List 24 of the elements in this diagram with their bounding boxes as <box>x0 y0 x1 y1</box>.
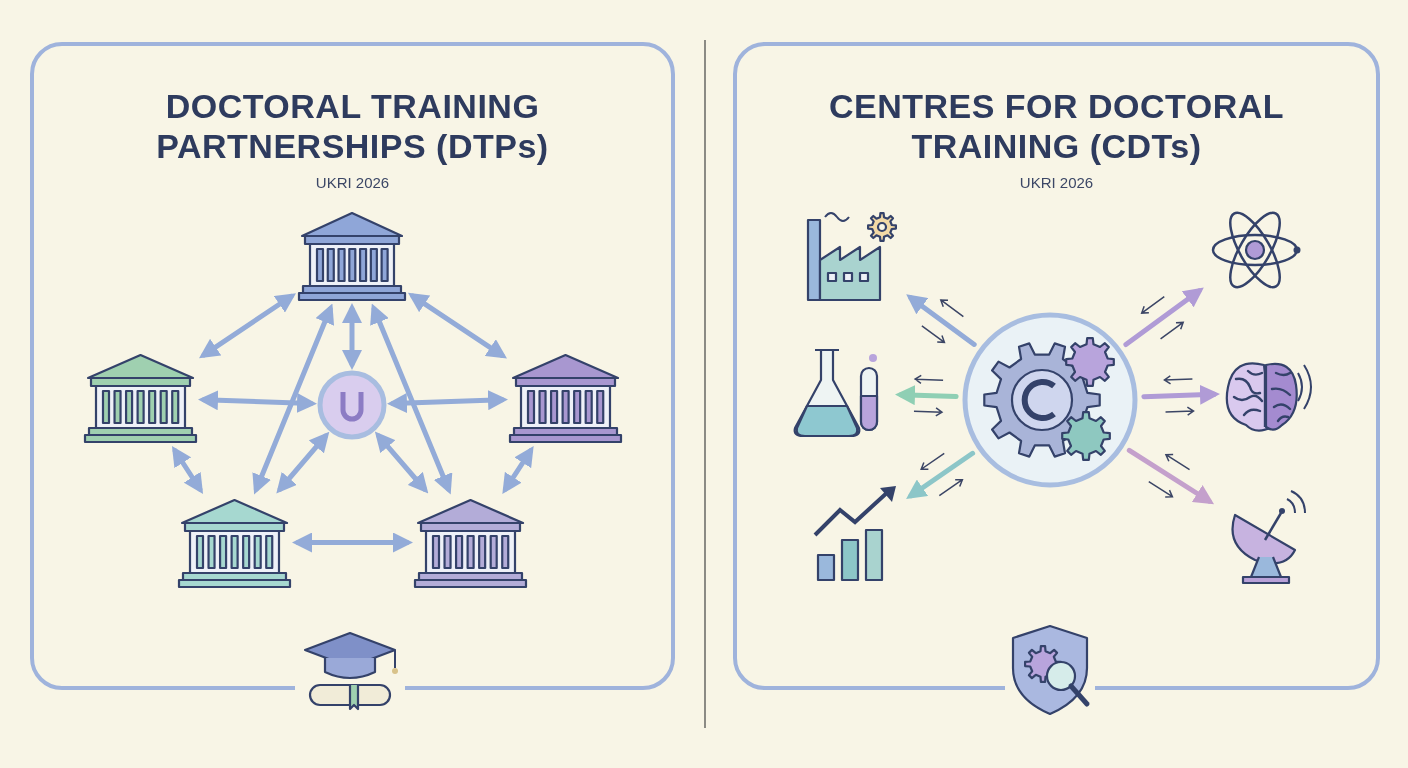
arrow <box>292 532 413 553</box>
arrow <box>171 445 204 495</box>
arrow <box>387 390 508 414</box>
panel-title: CENTRES FOR DOCTORAL TRAINING (CDTs) <box>827 86 1286 166</box>
panel-subtitle: UKRI 2026 <box>1018 174 1095 191</box>
arrow <box>906 450 976 500</box>
panel-subtitle: UKRI 2026 <box>314 174 391 191</box>
arrow <box>906 294 977 347</box>
gear-icon <box>962 312 1138 488</box>
circle-icon <box>317 370 387 440</box>
arrow <box>374 431 429 494</box>
arrow <box>1123 287 1204 347</box>
arrow <box>1126 447 1215 505</box>
arrow <box>276 431 330 494</box>
arrow <box>342 303 362 370</box>
panel-title: DOCTORAL TRAINING PARTNERSHIPS (DTPs) <box>155 86 550 166</box>
arrow <box>1141 384 1220 405</box>
arrow <box>370 303 453 495</box>
arrow <box>199 293 296 359</box>
arrow <box>408 292 507 359</box>
arrow <box>252 303 335 495</box>
arrow <box>198 390 317 413</box>
arrow <box>502 446 534 494</box>
arrow <box>895 385 959 406</box>
